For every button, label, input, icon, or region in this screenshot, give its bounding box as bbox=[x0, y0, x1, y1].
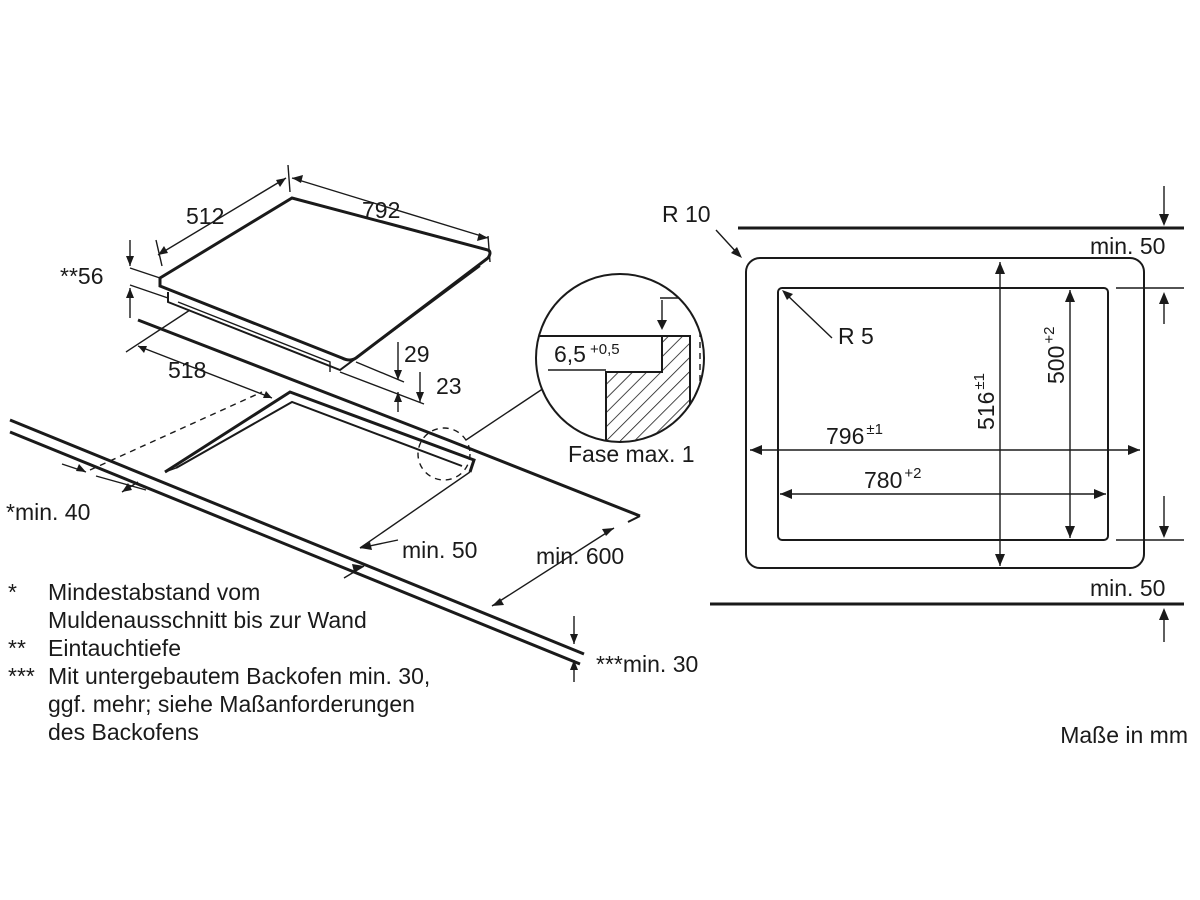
inner-cutout bbox=[777, 287, 1109, 541]
outer-width-label: 796±1 bbox=[826, 421, 883, 449]
dim-insertion-label: **56 bbox=[60, 263, 103, 289]
legend-item: *** Mit untergebautem Backofen min. 30, … bbox=[8, 662, 568, 746]
dim-wall-clearance-label: *min. 40 bbox=[6, 499, 90, 525]
inner-width-label: 780+2 bbox=[864, 465, 921, 493]
detail-marker bbox=[417, 427, 471, 481]
worktop-cutout bbox=[164, 390, 476, 474]
chamfer-note-label: Fase max. 1 bbox=[568, 441, 695, 467]
cooktop-frame bbox=[167, 265, 481, 372]
cutout-plan: R 10 R 5 min. 50 min. 50 796±1 780+2 516… bbox=[662, 186, 1184, 642]
footnote-legend: * Mindestabstand vom Muldenausschnitt bi… bbox=[8, 578, 568, 746]
legend-text: Mindestabstand vom Muldenausschnitt bis … bbox=[48, 579, 367, 633]
legend-mark: ** bbox=[8, 635, 26, 661]
worktop-back-edge bbox=[137, 318, 641, 518]
dim-height-above-label: 23 bbox=[436, 373, 462, 399]
inner-radius-label: R 5 bbox=[838, 323, 874, 349]
edge-detail: 6,5+0,5 Fase max. 1 bbox=[535, 273, 705, 467]
outer-height-label: 516±1 bbox=[971, 373, 999, 430]
dim-oven-clearance-label: ***min. 30 bbox=[596, 651, 698, 677]
legend-mark: * bbox=[8, 579, 17, 605]
legend-mark: *** bbox=[8, 663, 35, 689]
dim-depth-label: 512 bbox=[186, 203, 224, 229]
dim-front-clearance-label: min. 50 bbox=[402, 537, 477, 563]
outer-radius-label: R 10 bbox=[662, 201, 711, 227]
dim-cutout-width-label: min. 600 bbox=[536, 543, 624, 569]
legend-item: ** Eintauchtiefe bbox=[8, 634, 568, 662]
bottom-clearance-label: min. 50 bbox=[1090, 575, 1165, 601]
dim-width-label: 792 bbox=[362, 197, 400, 223]
dim-frame-height-label: 29 bbox=[404, 341, 430, 367]
inner-height-label: 500+2 bbox=[1041, 327, 1069, 384]
worktop-front-edge bbox=[9, 418, 585, 656]
legend-text: Eintauchtiefe bbox=[48, 635, 181, 661]
chamfer-depth-label: 6,5+0,5 bbox=[554, 341, 620, 367]
legend-text: Mit untergebautem Backofen min. 30, ggf.… bbox=[48, 663, 431, 745]
dim-cutout-depth-label: 518 bbox=[168, 357, 206, 383]
outer-cutout bbox=[745, 257, 1145, 569]
top-clearance-label: min. 50 bbox=[1090, 233, 1165, 259]
units-note: Maße in mm bbox=[1060, 722, 1188, 748]
legend-item: * Mindestabstand vom Muldenausschnitt bi… bbox=[8, 578, 568, 634]
cooktop-isometric: 512 792 **56 518 29 23 *min. 40 min. 50 … bbox=[6, 164, 698, 682]
